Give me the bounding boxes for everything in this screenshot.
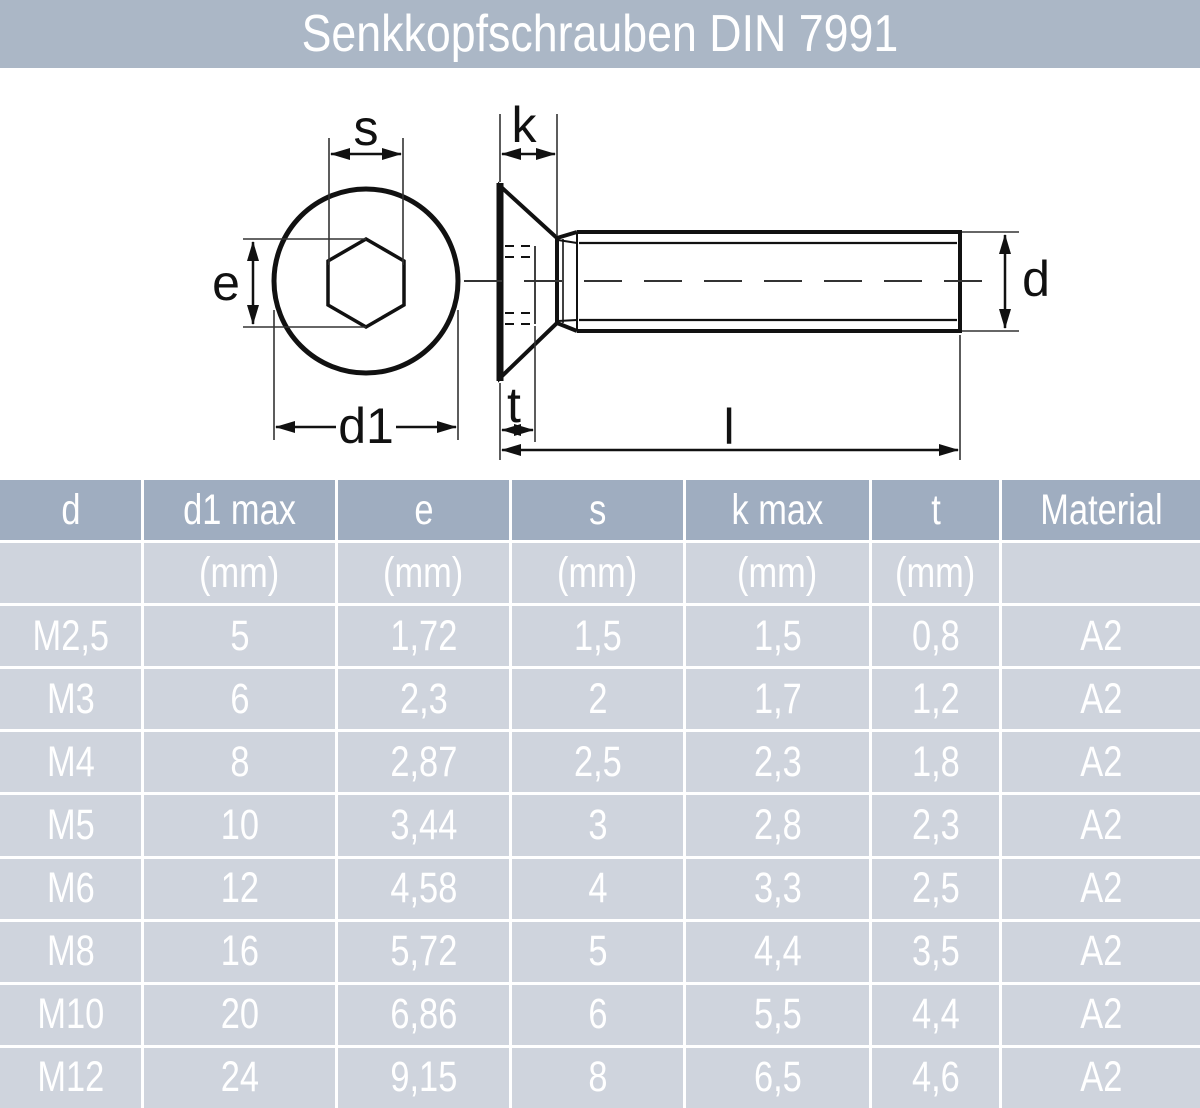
dim-d1: [273, 310, 459, 440]
hex-socket-outline: [326, 236, 406, 330]
dim-s: [328, 138, 404, 265]
dim-e: [243, 238, 366, 328]
table-cell: 9,15: [338, 1047, 509, 1108]
unit-cell: (mm): [338, 543, 509, 604]
unit-cell: [0, 543, 141, 604]
technical-drawing: s e d1: [0, 68, 1200, 480]
table-cell: 16: [144, 921, 335, 982]
table-cell: 12: [144, 858, 335, 919]
table-cell: 3: [512, 795, 683, 856]
table-cell: 1,2: [872, 669, 999, 730]
table-cell: 20: [144, 984, 335, 1045]
row-label: M4: [0, 732, 141, 793]
table-cell: 6: [512, 984, 683, 1045]
dim-label-k: k: [512, 97, 538, 153]
column-header-d: d: [0, 480, 141, 541]
table-cell: 4: [512, 858, 683, 919]
row-label: M6: [0, 858, 141, 919]
dim-l: [501, 335, 961, 460]
table-cell: 2,8: [686, 795, 869, 856]
table-cell: A2: [1002, 606, 1200, 667]
table-cell: 8: [512, 1047, 683, 1108]
unit-cell: [1002, 543, 1200, 604]
table-cell: 6,86: [338, 984, 509, 1045]
table-cell: A2: [1002, 984, 1200, 1045]
table-cell: 0,8: [872, 606, 999, 667]
dim-label-d: d: [1022, 251, 1050, 307]
table-cell: 1,5: [686, 606, 869, 667]
table-cell: 1,7: [686, 669, 869, 730]
dim-label-e: e: [212, 255, 240, 311]
table-cell: A2: [1002, 732, 1200, 793]
table-cell: 4,4: [686, 921, 869, 982]
screw-drawing-svg: s e d1: [212, 97, 1050, 460]
dim-label-l: l: [723, 399, 734, 455]
spec-table: d d1 max e s k max t Material (mm) (mm) …: [0, 480, 1200, 1108]
table-cell: 3,44: [338, 795, 509, 856]
unit-cell: (mm): [872, 543, 999, 604]
table-cell: 2,3: [686, 732, 869, 793]
page-title: Senkkopfschrauben DIN 7991: [301, 5, 899, 63]
table-cell: 4,58: [338, 858, 509, 919]
table-cell: A2: [1002, 795, 1200, 856]
table-cell: 1,8: [872, 732, 999, 793]
dim-label-t: t: [507, 377, 521, 433]
dim-d: [962, 231, 1019, 332]
table-cell: 1,72: [338, 606, 509, 667]
head-outline-circle: [271, 186, 461, 376]
unit-cell: (mm): [686, 543, 869, 604]
dim-k: [499, 114, 558, 236]
table-cell: 3,5: [872, 921, 999, 982]
table-cell: 10: [144, 795, 335, 856]
row-label: M8: [0, 921, 141, 982]
table-cell: 8: [144, 732, 335, 793]
title-bar: Senkkopfschrauben DIN 7991: [0, 0, 1200, 68]
table-cell: 2,5: [512, 732, 683, 793]
column-header-d1-max: d1 max: [144, 480, 335, 541]
hidden-socket-lines: [505, 245, 535, 325]
row-label: M12: [0, 1047, 141, 1108]
dim-label-d1: d1: [338, 398, 394, 454]
table-cell: 4,4: [872, 984, 999, 1045]
column-header-s: s: [512, 480, 683, 541]
table-cell: 3,3: [686, 858, 869, 919]
column-header-e: e: [338, 480, 509, 541]
table-cell: 2: [512, 669, 683, 730]
table-cell: A2: [1002, 858, 1200, 919]
row-label: M2,5: [0, 606, 141, 667]
table-cell: 6: [144, 669, 335, 730]
table-cell: 6,5: [686, 1047, 869, 1108]
table-cell: 5,5: [686, 984, 869, 1045]
screw-head-front-view: [271, 186, 461, 376]
row-label: M10: [0, 984, 141, 1045]
column-header-material: Material: [1002, 480, 1200, 541]
table-cell: 2,3: [338, 669, 509, 730]
row-label: M3: [0, 669, 141, 730]
table-cell: 4,6: [872, 1047, 999, 1108]
table-cell: 24: [144, 1047, 335, 1108]
table-cell: 5: [512, 921, 683, 982]
table-cell: 2,3: [872, 795, 999, 856]
dim-t: [499, 326, 536, 460]
table-cell: 2,87: [338, 732, 509, 793]
row-label: M5: [0, 795, 141, 856]
dim-label-s: s: [354, 100, 379, 156]
column-header-k-max: k max: [686, 480, 869, 541]
table-cell: A2: [1002, 669, 1200, 730]
table-cell: A2: [1002, 1047, 1200, 1108]
screw-side-view: [464, 181, 994, 383]
unit-cell: (mm): [512, 543, 683, 604]
table-cell: 1,5: [512, 606, 683, 667]
table-cell: 2,5: [872, 858, 999, 919]
unit-cell: (mm): [144, 543, 335, 604]
table-cell: 5,72: [338, 921, 509, 982]
table-cell: A2: [1002, 921, 1200, 982]
table-cell: 5: [144, 606, 335, 667]
column-header-t: t: [872, 480, 999, 541]
